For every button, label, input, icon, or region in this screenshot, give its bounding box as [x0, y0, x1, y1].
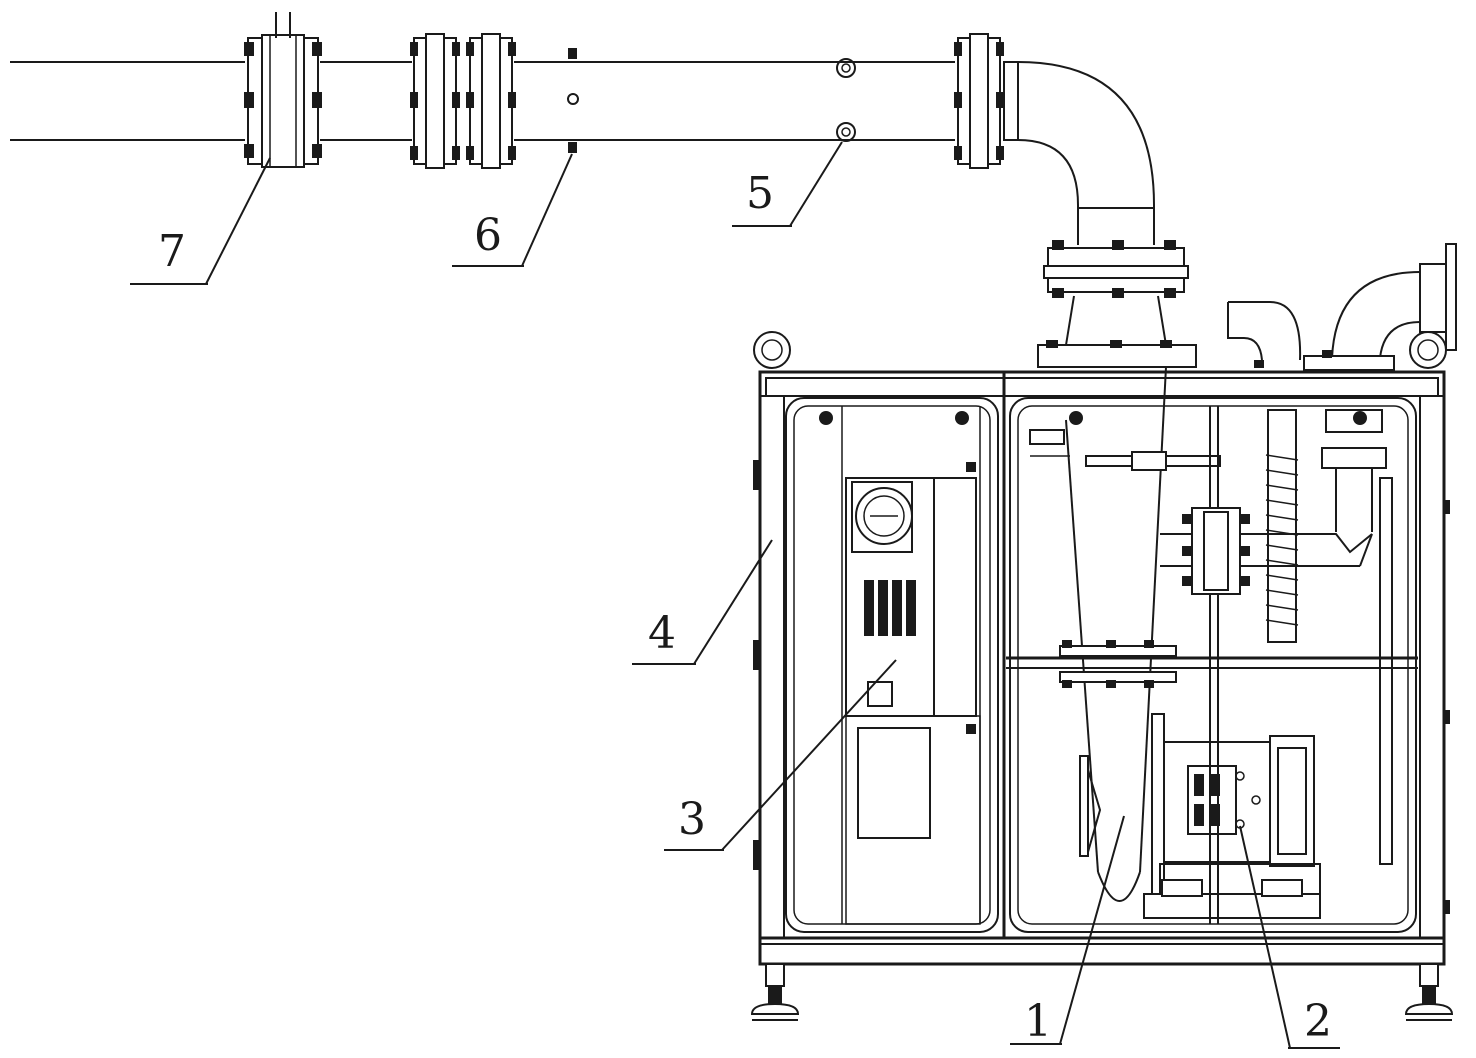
cabinet-feet	[750, 963, 1454, 1021]
callout-3: 3	[664, 659, 897, 851]
callout-label-7: 7	[158, 226, 186, 277]
pipe-elbow	[1017, 61, 1155, 245]
cyclone-separator	[1059, 366, 1177, 902]
vertical-flange	[1043, 240, 1189, 346]
elbow-flange	[954, 33, 1019, 169]
controller-unit	[841, 406, 981, 925]
callout-label-2: 2	[1304, 996, 1332, 1047]
double-flange	[410, 33, 516, 169]
pipeline	[10, 61, 955, 141]
spring-coil	[1265, 454, 1299, 626]
callout-5: 5	[732, 141, 843, 227]
sensor-5	[836, 58, 856, 142]
callout-label-4: 4	[648, 608, 676, 659]
callout-label-1: 1	[1024, 996, 1052, 1047]
callout-label-3: 3	[678, 794, 706, 845]
sensor-6	[567, 48, 579, 153]
cabinet-inlet-plate	[1037, 340, 1197, 368]
callout-2: 2	[1239, 825, 1340, 1049]
callout-1: 1	[1010, 815, 1125, 1047]
callout-7: 7	[130, 157, 271, 285]
right-compartment	[1006, 397, 1418, 933]
callout-6: 6	[452, 153, 573, 267]
callout-4: 4	[632, 539, 773, 665]
vent-grille	[864, 580, 916, 636]
upper-fittings	[1029, 409, 1387, 643]
callout-label-6: 6	[474, 210, 502, 261]
exhaust-elbows	[1227, 243, 1457, 371]
blower-motor	[1143, 713, 1321, 919]
cabinet-frame	[753, 331, 1450, 966]
flange-7	[244, 12, 322, 168]
callout-label-5: 5	[746, 168, 774, 219]
